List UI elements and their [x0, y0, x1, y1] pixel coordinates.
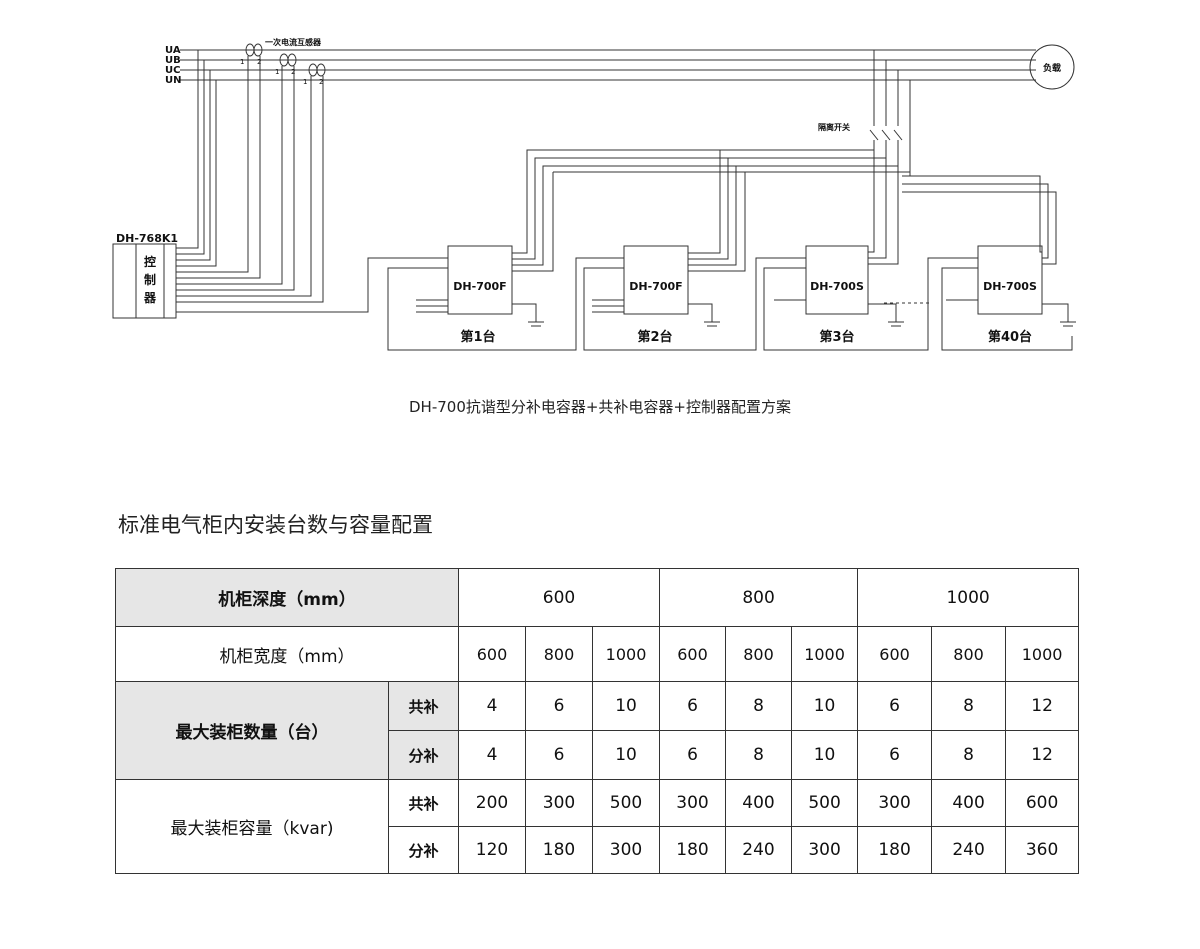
table-cell: 6 [857, 730, 933, 780]
unit-model: DH-700F [453, 280, 506, 293]
table-cell: 6 [525, 730, 593, 780]
ct-terminal: 2 [257, 58, 261, 66]
diagram-caption: DH-700抗谐型分补电容器+共补电容器+控制器配置方案 [408, 398, 791, 416]
config-table: 机柜深度（mm） 600 800 1000 机柜宽度（mm） 600 800 1… [115, 568, 1080, 874]
table-cell: 400 [725, 779, 793, 827]
table-cell: 10 [591, 681, 661, 731]
switch-label: 隔离开关 [818, 122, 850, 132]
table-cell: 6 [659, 681, 727, 731]
table-cell: 300 [857, 779, 933, 827]
phase-label: UN [165, 75, 182, 86]
ct-terminal: 1 [303, 78, 307, 86]
count-header: 最大装柜数量（台） [115, 681, 389, 780]
width-value: 600 [857, 626, 933, 682]
controller-model: DH-768K1 [116, 232, 178, 245]
table-cell: 8 [725, 681, 793, 731]
width-value: 600 [659, 626, 727, 682]
table-cell: 10 [791, 730, 859, 780]
table-cell: 6 [659, 730, 727, 780]
table-cell: 500 [591, 779, 661, 827]
capacity-header: 最大装柜容量（kvar) [115, 779, 389, 874]
width-value: 600 [458, 626, 526, 682]
unit-caption: 第40台 [988, 329, 1032, 345]
depth-value: 600 [457, 568, 661, 627]
unit-model: DH-700S [983, 280, 1037, 293]
table-cell: 4 [458, 681, 526, 731]
width-value: 1000 [591, 626, 661, 682]
unit-box-3 [805, 245, 869, 315]
table-cell: 300 [659, 779, 727, 827]
unit-caption: 第2台 [637, 329, 672, 345]
unit-caption: 第1台 [460, 329, 495, 345]
table-cell: 360 [1005, 826, 1080, 874]
ct-terminal: 2 [291, 68, 295, 76]
table-cell: 10 [791, 681, 859, 731]
controller-box [112, 243, 177, 319]
depth-header: 机柜深度（mm） [115, 568, 459, 627]
table-row: 机柜深度（mm） 600 800 1000 [115, 568, 1080, 627]
table-cell: 300 [591, 826, 661, 874]
width-header: 机柜宽度（mm） [115, 626, 459, 682]
table-cell: 200 [458, 779, 526, 827]
table-cell: 600 [1005, 779, 1080, 827]
depth-value: 1000 [857, 568, 1080, 627]
table-row: 分补 4 6 10 6 8 10 6 8 12 [116, 730, 1080, 780]
table-cell: 500 [791, 779, 859, 827]
type-split-label: 分补 [388, 826, 459, 874]
unit-model: DH-700F [629, 280, 682, 293]
table-row: 机柜宽度（mm） 600 800 1000 600 800 1000 600 8… [115, 626, 1080, 682]
depth-value: 800 [659, 568, 859, 627]
unit-box-40 [977, 245, 1043, 315]
type-split-label: 分补 [388, 730, 459, 780]
table-cell: 120 [458, 826, 526, 874]
load-label: 负载 [1043, 62, 1061, 74]
table-cell: 8 [931, 730, 1007, 780]
wiring-diagram: UA UB UC UN 一次电流互感器 1 2 1 2 1 2 负载 隔离开关 … [112, 37, 1076, 351]
table-cell: 240 [931, 826, 1007, 874]
table-cell: 300 [525, 779, 593, 827]
phase-label: UB [165, 55, 181, 66]
phase-label: UC [165, 65, 180, 76]
table-cell: 300 [791, 826, 859, 874]
table-cell: 180 [525, 826, 593, 874]
table-cell: 6 [525, 681, 593, 731]
table-cell: 240 [725, 826, 793, 874]
controller-name-char: 制 [144, 272, 156, 287]
table-cell: 180 [857, 826, 933, 874]
width-value: 1000 [791, 626, 859, 682]
controller-name-char: 器 [143, 291, 157, 305]
table-row: 最大装柜容量（kvar) 共补 200 300 500 300 400 500 … [115, 779, 1080, 874]
controller-name-char: 控 [144, 254, 156, 269]
unit-box-1 [447, 245, 513, 315]
ct-label: 一次电流互感器 [265, 37, 322, 47]
table-cell: 400 [931, 779, 1007, 827]
table-cell: 8 [725, 730, 793, 780]
table-cell: 10 [591, 730, 661, 780]
table-cell: 12 [1005, 730, 1080, 780]
phase-label: UA [165, 45, 181, 56]
width-value: 800 [525, 626, 593, 682]
table-cell: 180 [659, 826, 727, 874]
table-row: 分补 120 180 300 180 240 300 180 240 360 [116, 826, 1080, 874]
width-value: 800 [725, 626, 793, 682]
table-row: 最大装柜数量（台） 共补 4 6 10 6 8 10 6 8 12 [115, 681, 1080, 780]
table-cell: 6 [857, 681, 933, 731]
unit-box-2 [623, 245, 689, 315]
width-value: 800 [931, 626, 1007, 682]
table-title: 标准电气柜内安装台数与容量配置 [118, 513, 433, 537]
type-common-label: 共补 [388, 681, 459, 731]
ct-terminal: 2 [319, 78, 323, 86]
ct-terminal: 1 [275, 68, 279, 76]
unit-caption: 第3台 [819, 329, 854, 345]
width-value: 1000 [1005, 626, 1080, 682]
table-cell: 4 [458, 730, 526, 780]
type-common-label: 共补 [388, 779, 459, 827]
ct-terminal: 1 [240, 58, 244, 66]
load-symbol [1029, 44, 1075, 90]
unit-model: DH-700S [810, 280, 864, 293]
table-cell: 12 [1005, 681, 1080, 731]
table-cell: 8 [931, 681, 1007, 731]
